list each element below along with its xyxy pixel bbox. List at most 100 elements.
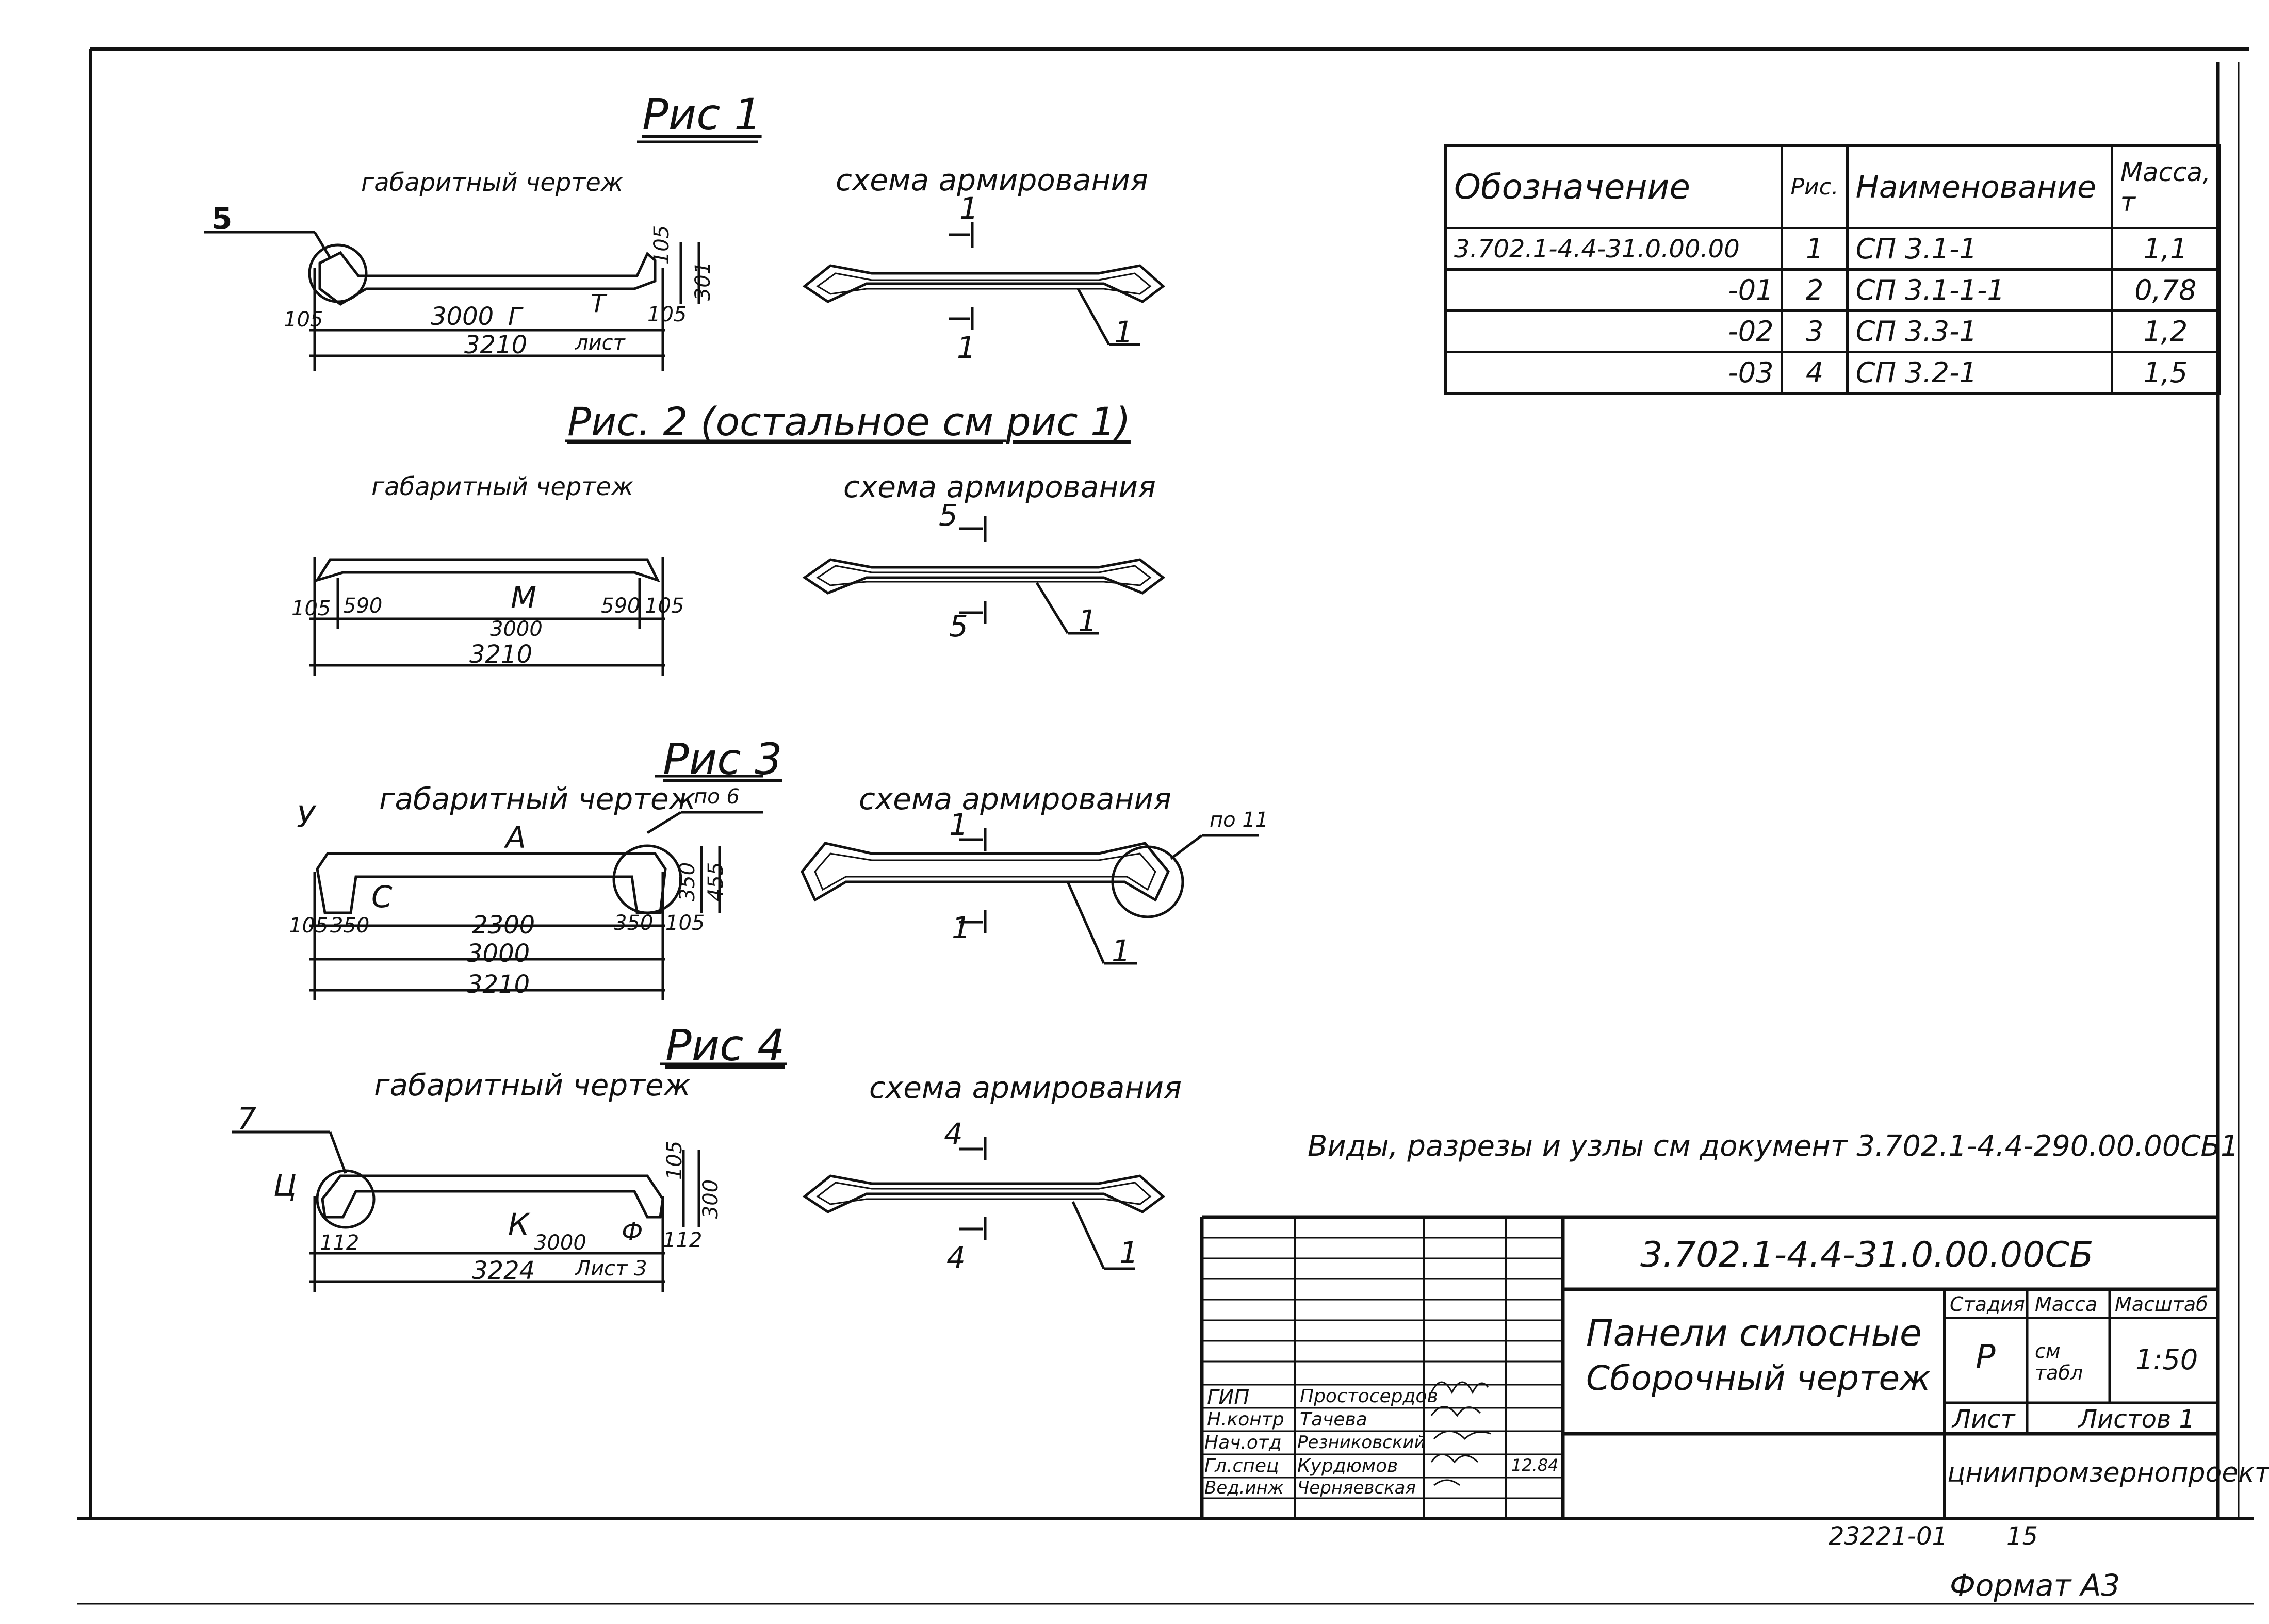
spec-row-designation: -01 — [1444, 268, 1784, 312]
fig2-dim-w-mid: 3000 — [490, 617, 543, 641]
spec-header-fig: Рис. — [1781, 144, 1849, 229]
spec-header-mass: Масса, т — [2110, 144, 2221, 229]
scale-header: Масштаб — [2115, 1293, 2208, 1316]
format-label: Формат А3 — [1950, 1568, 2120, 1603]
mass-header: Масса — [2035, 1293, 2098, 1316]
fig3-dim-w-right: 105 — [665, 911, 705, 935]
fig4-dim-h1: 105 — [663, 1140, 687, 1180]
fig3-section-top: 1 — [949, 807, 968, 842]
fig3-dim-total: 3210 — [467, 970, 530, 999]
fig2-right-caption: схема армирования — [843, 469, 1156, 504]
signer-date: 12.84 — [1511, 1455, 1559, 1475]
fig3-arrow-a: А — [505, 820, 526, 855]
spec-row-fig: 2 — [1781, 268, 1849, 312]
fig1-sheet: лист — [575, 331, 625, 355]
title-block-lines — [1200, 1215, 2218, 1519]
fig3-arrow-y: У — [297, 799, 315, 834]
fig2-dim-seg-left: 590 — [343, 594, 383, 618]
reference-note: Виды, разрезы и узлы см документ 3.702.1… — [1308, 1129, 2239, 1163]
sheet-label: Лист — [1952, 1405, 2015, 1434]
fig3-dim-seg-left: 350 — [330, 914, 370, 938]
fig4-arrow-f: Ф — [622, 1218, 643, 1246]
spec-row-name: СП 3.1-1 — [1846, 227, 2113, 271]
doc-name-line1: Панели силосные — [1586, 1312, 1922, 1354]
fig3-right-caption: схема армирования — [859, 781, 1171, 816]
fig1-callout: 5 — [211, 201, 233, 236]
signer-role: ГИП — [1207, 1386, 1250, 1409]
fig1-rebar — [802, 222, 1165, 346]
fig3-position: 1 — [1112, 933, 1131, 969]
fig1-right-caption: схема армирования — [836, 162, 1148, 198]
fig4-callout: 7 — [237, 1101, 256, 1136]
fig2-dim-w-left: 105 — [291, 597, 331, 620]
spec-row-designation: 3.702.1-4.4-31.0.00.00 — [1444, 227, 1784, 271]
signer-role: Вед.инж — [1204, 1478, 1284, 1498]
spec-row-mass: 1,2 — [2110, 309, 2221, 353]
fig1-dim-w-right: 105 — [647, 303, 687, 326]
signer-name: Резниковский — [1297, 1432, 1426, 1453]
fig1-left-caption: габаритный чертеж — [361, 168, 624, 197]
fig3-rebar — [801, 828, 1259, 965]
spec-row-mass: 1,1 — [2110, 227, 2221, 271]
fig1-arrow-g: Г — [508, 302, 522, 331]
signer-name: Курдюмов — [1297, 1455, 1398, 1477]
fig2-panel — [309, 557, 665, 676]
fig3-dim-h1: 350 — [676, 862, 700, 902]
fig4-section-bottom: 4 — [946, 1240, 966, 1275]
mass-value: см табл — [2035, 1340, 2083, 1384]
fig2-position: 1 — [1078, 603, 1097, 638]
fig4-title: Рис 4 — [665, 1020, 785, 1071]
fig3-dim-seg-right: 350 — [614, 911, 654, 935]
fig4-left-caption: габаритный чертеж — [374, 1068, 691, 1103]
fig3-dim-w-left: 105 — [289, 914, 329, 938]
spec-row-name: СП 3.3-1 — [1846, 309, 2113, 353]
fig4-dim-total: 3224 — [472, 1256, 535, 1285]
inventory-number: 23221-01 — [1829, 1522, 1948, 1551]
spec-row-designation: -03 — [1444, 351, 1784, 395]
fig4-position: 1 — [1119, 1235, 1138, 1270]
fig1-arrow-t: Т — [591, 289, 606, 318]
fig1-panel — [204, 231, 700, 371]
fig3-section-bottom: 1 — [952, 910, 971, 945]
signer-role: Н.контр — [1207, 1409, 1284, 1430]
signature-marks — [1430, 1381, 1491, 1486]
fig1-position: 1 — [1114, 315, 1133, 350]
fig4-rebar — [802, 1137, 1165, 1270]
spec-row-mass: 0,78 — [2110, 268, 2221, 312]
spec-row-fig: 1 — [1781, 227, 1849, 271]
spec-row-name: СП 3.2-1 — [1846, 351, 2113, 395]
fig2-rebar — [802, 516, 1166, 635]
doc-code: 3.702.1-4.4-31.0.00.00СБ — [1640, 1235, 2094, 1275]
fig2-dim-seg-right: 590 — [601, 594, 641, 618]
spec-row-fig: 3 — [1781, 309, 1849, 353]
sheets-label: Листов 1 — [2079, 1405, 2195, 1434]
signer-name: Черняевская — [1297, 1478, 1416, 1498]
fig1-dim-w-mid: 3000 — [431, 302, 494, 331]
stage-value: Р — [1976, 1338, 1996, 1376]
stage-header: Стадия — [1950, 1293, 2025, 1316]
fig4-dim-h2: 300 — [699, 1179, 723, 1219]
fig3-title: Рис 3 — [663, 734, 782, 784]
spec-row-fig: 4 — [1781, 351, 1849, 395]
fig1-dim-h1: 105 — [650, 225, 674, 265]
spec-row-designation: -02 — [1444, 309, 1784, 353]
fig3-node-ref: по 6 — [694, 785, 740, 809]
fig3-node-ref2: по 11 — [1210, 808, 1269, 832]
signer-role: Нач.отд — [1204, 1432, 1282, 1453]
fig1-dim-total: 3210 — [464, 331, 528, 359]
fig4-section-top: 4 — [944, 1117, 963, 1152]
fig2-section-top: 5 — [939, 498, 958, 533]
fig3-dim-h2: 455 — [704, 862, 728, 902]
signer-name: Простосердов — [1300, 1386, 1438, 1407]
fig2-section-bottom: 5 — [949, 609, 968, 644]
fig1-dim-w-left: 105 — [284, 308, 323, 332]
fig1-dim-h2: 301 — [691, 261, 715, 301]
spec-row-mass: 1,5 — [2110, 351, 2221, 395]
spec-table: Обозначение Рис. Наименование Масса, т 3… — [1444, 144, 2221, 395]
spec-row-name: СП 3.1-1-1 — [1846, 268, 2113, 312]
fig2-arrow-m: М — [511, 580, 537, 615]
spec-header-name: Наименование — [1846, 144, 2113, 229]
fig1-section-top: 1 — [959, 191, 978, 226]
page-number: 15 — [2006, 1522, 2038, 1551]
fig4-sheet: Лист 3 — [575, 1257, 647, 1281]
